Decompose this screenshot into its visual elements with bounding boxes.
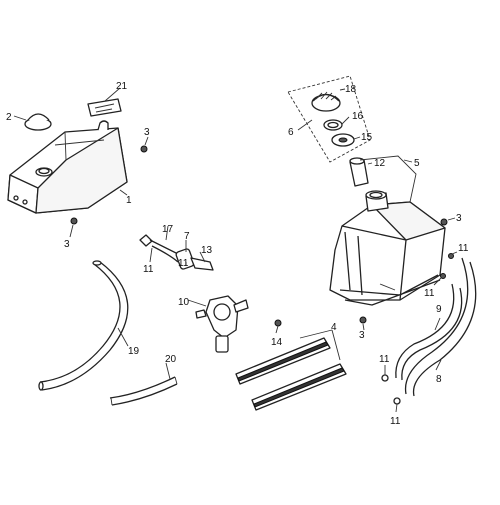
screw-tank-right xyxy=(440,217,456,226)
callout-21: 21 xyxy=(116,81,128,92)
callout-11-bottom-lower: 11 xyxy=(390,416,401,427)
label-plate xyxy=(87,98,122,117)
callout-16: 16 xyxy=(352,111,364,122)
heat-shields xyxy=(235,329,347,411)
filler-neck xyxy=(349,157,373,187)
main-fuel-tank xyxy=(329,155,446,306)
hose-right-9 xyxy=(395,283,463,381)
callout-3-upper-left: 3 xyxy=(144,127,150,138)
callout-11-tank-lower: 11 xyxy=(424,288,435,299)
callout-11-bottom-upper: 11 xyxy=(379,354,390,365)
screw-lower-left xyxy=(69,217,78,238)
callout-6: 6 xyxy=(288,127,294,138)
tank-cap xyxy=(13,113,52,131)
fuel-line-assembly xyxy=(139,225,214,271)
callout-15: 15 xyxy=(361,132,373,143)
callout-11-left: 11 xyxy=(143,264,154,275)
callout-3-bottom: 3 xyxy=(359,330,365,341)
callout-9: 9 xyxy=(436,304,442,315)
callout-8: 8 xyxy=(436,374,442,385)
callout-19: 19 xyxy=(128,346,140,357)
callout-10: 10 xyxy=(178,297,190,308)
screw-upper-left xyxy=(140,136,149,153)
callout-12: 12 xyxy=(374,158,386,169)
short-hose xyxy=(109,362,178,406)
callout-4: 4 xyxy=(331,322,337,333)
callout-18: 18 xyxy=(345,84,357,95)
fuel-petcock xyxy=(187,295,249,353)
washer-14 xyxy=(274,319,282,334)
callout-13: 13 xyxy=(201,245,213,256)
callout-2: 2 xyxy=(6,112,12,123)
callout-7: 7 xyxy=(184,231,190,242)
callout-labels: 21 2 3 1 3 17 7 13 11 11 10 19 20 18 16 … xyxy=(6,81,469,427)
callout-14: 14 xyxy=(271,337,283,348)
callout-20: 20 xyxy=(165,354,177,365)
callout-17: 17 xyxy=(162,224,174,235)
hose-right-8 xyxy=(404,257,477,397)
callout-11-center: 11 xyxy=(178,258,189,269)
callout-5: 5 xyxy=(414,158,420,169)
callout-1: 1 xyxy=(126,195,132,206)
callout-3-lower-left: 3 xyxy=(64,239,70,250)
small-tank-assembly xyxy=(7,87,149,238)
long-hose xyxy=(38,260,129,391)
screw-tank-bottom xyxy=(359,316,367,331)
subassembly-frame xyxy=(287,75,371,163)
fuel-filter xyxy=(175,248,195,270)
callout-3-tank-right: 3 xyxy=(456,213,462,224)
clamps-right xyxy=(381,251,458,413)
small-tank xyxy=(7,120,128,214)
callout-11-tank-right: 11 xyxy=(458,243,469,254)
filler-cap-subassembly xyxy=(287,75,371,163)
